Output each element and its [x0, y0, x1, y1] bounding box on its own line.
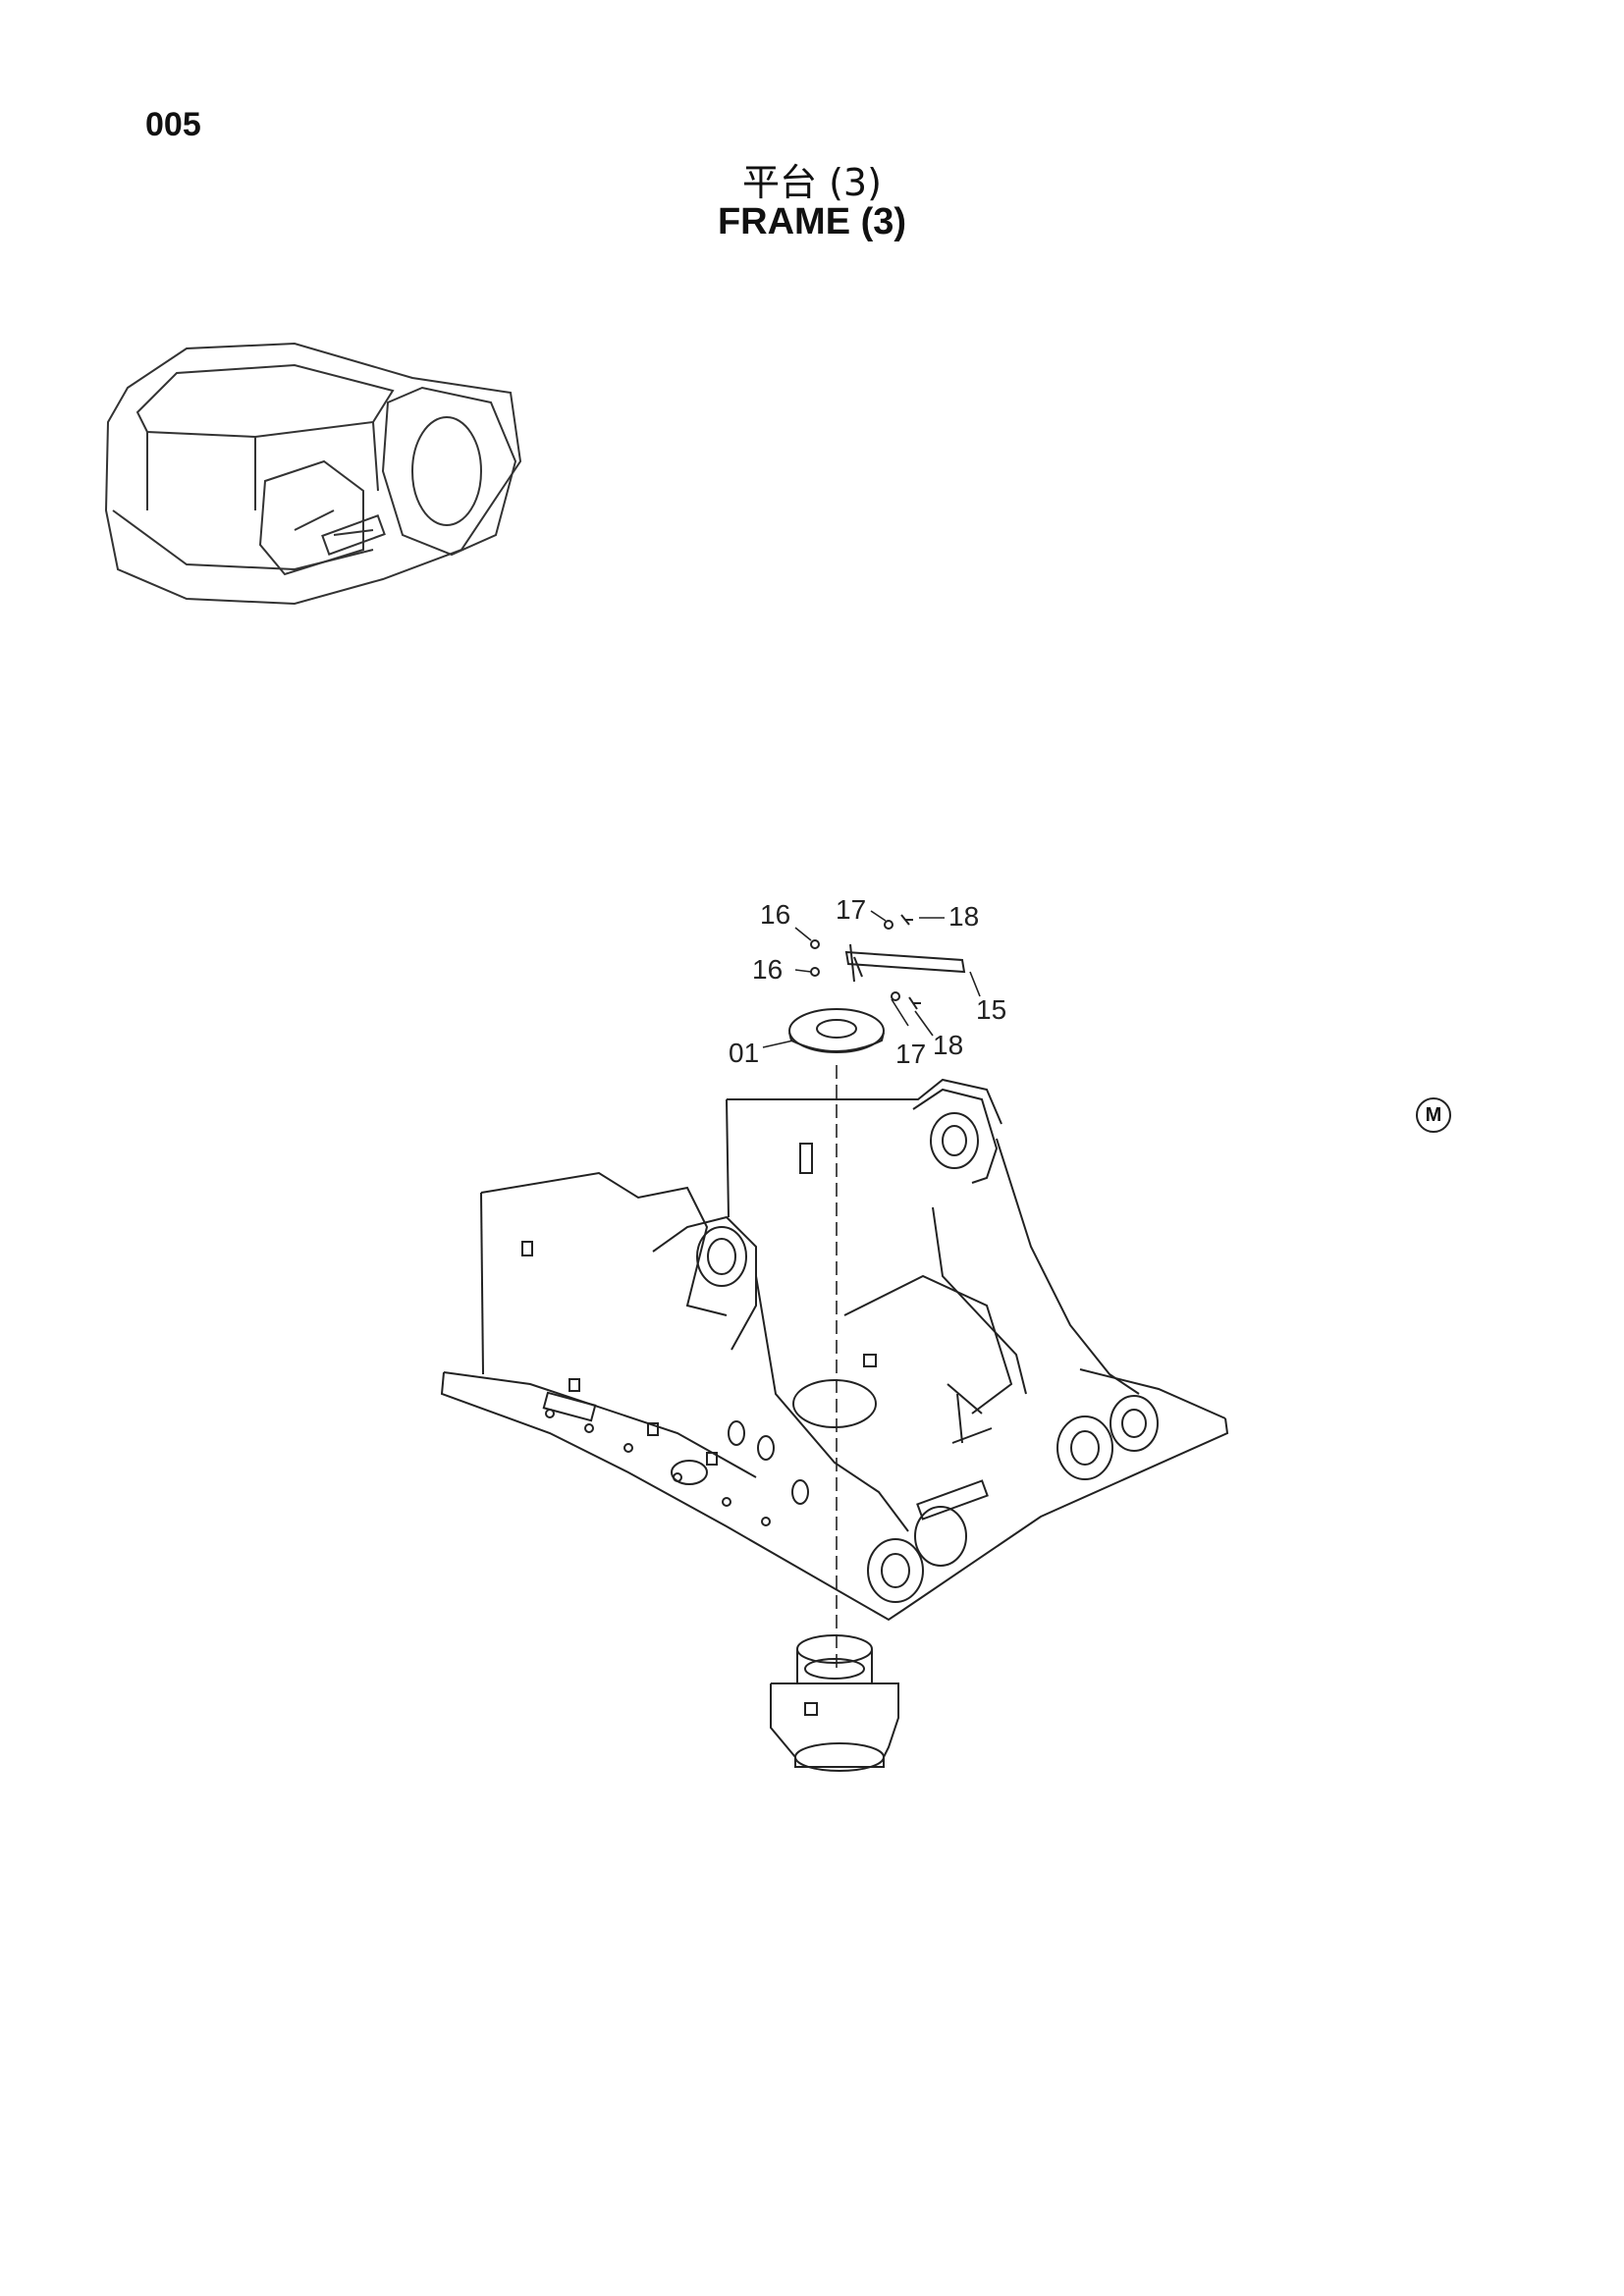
- leader-lines: [762, 910, 981, 1048]
- callout-18-upper: 18: [948, 901, 979, 932]
- page-number: 005: [145, 106, 201, 143]
- part-01-washer: [788, 1008, 885, 1053]
- machine-overview-thumbnail: [104, 342, 522, 606]
- callout-16-lower: 16: [752, 954, 783, 985]
- title-english: FRAME (3): [717, 201, 907, 242]
- callout-18-lower: 18: [933, 1030, 963, 1060]
- callout-01: 01: [729, 1038, 759, 1068]
- small-hardware: [810, 914, 966, 1010]
- callout-17-lower: 17: [895, 1039, 926, 1069]
- corner-mark-icon: M: [1416, 1097, 1451, 1133]
- callout-17-upper: 17: [836, 894, 866, 925]
- callout-16-upper: 16: [760, 899, 790, 930]
- title-chinese: 平台 (3): [742, 161, 882, 204]
- callout-15: 15: [976, 994, 1006, 1025]
- frame-assembly: [440, 1078, 1229, 1622]
- center-joint: [770, 1634, 899, 1772]
